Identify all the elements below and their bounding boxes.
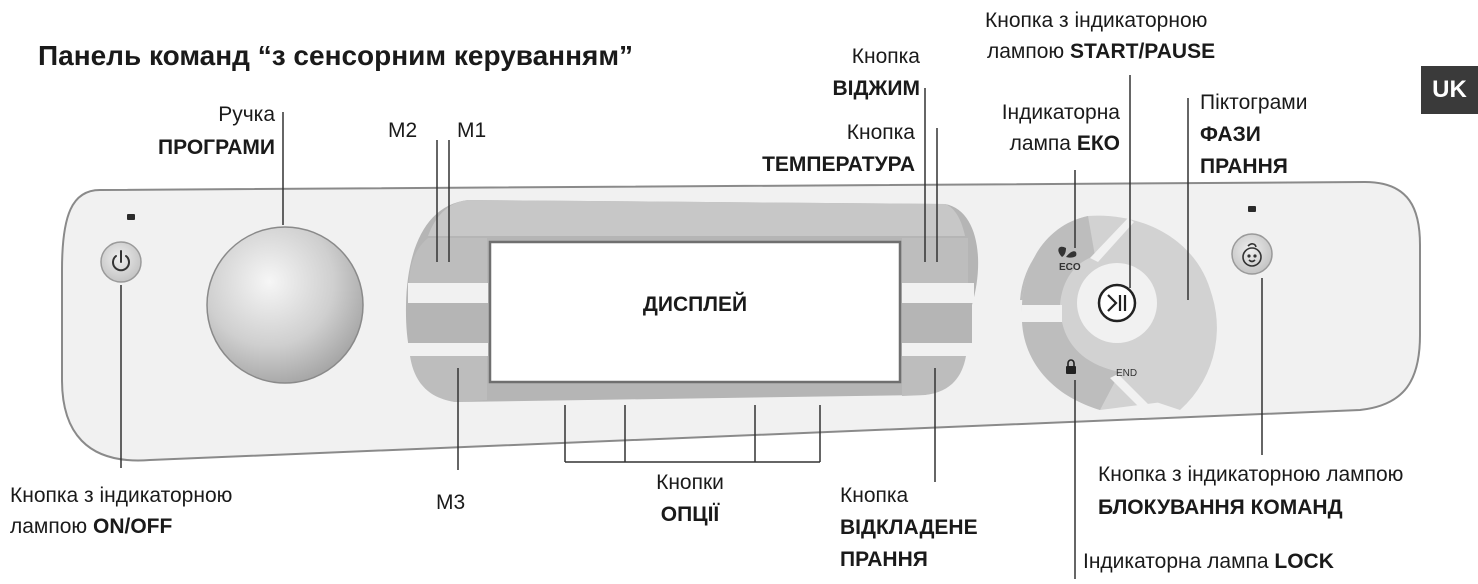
- eco-lamp-label-bold: ЕКО: [1076, 132, 1120, 155]
- eco-text: ECO: [1059, 262, 1081, 273]
- eco-leaf-icon: [1058, 246, 1077, 258]
- display-label: ДИСПЛЕЙ: [642, 293, 748, 316]
- start-pause-label-prefix: лампою: [987, 40, 1071, 63]
- right-separator-1: [902, 283, 974, 303]
- lock-lamp-label-prefix: Індикаторна лампа: [1083, 550, 1275, 573]
- phase-gap: [1022, 305, 1062, 322]
- child-lock-button[interactable]: [1231, 233, 1273, 275]
- m3-button[interactable]: [410, 356, 487, 402]
- baby-face-icon: [1242, 243, 1262, 267]
- delay-start-button[interactable]: [902, 356, 966, 396]
- start-pause-label-bold: START/PAUSE: [1070, 40, 1216, 63]
- diagram-title: Панель команд “з сенсорним керуванням”: [38, 40, 634, 71]
- right-middle-button[interactable]: [902, 303, 972, 343]
- leader-lines: [120, 75, 1263, 584]
- program-knob[interactable]: [206, 226, 364, 384]
- temperature-button-label-line1: Кнопка: [846, 121, 915, 144]
- spin-button-label-line2: ВІДЖИМ: [832, 77, 920, 100]
- language-badge: UK: [1421, 66, 1478, 114]
- delay-start-label-line3: ПРАННЯ: [840, 548, 928, 571]
- options-label-line2: ОПЦІЇ: [660, 503, 720, 526]
- spin-temperature-button[interactable]: [902, 238, 968, 283]
- eco-lamp-label: Індикаторна лампа ЕКО: [955, 100, 1120, 156]
- child-lock-label-line1: Кнопка з індикаторною лампою: [1098, 463, 1404, 486]
- m3-label: M3: [436, 491, 466, 514]
- start-pause-label-line1: Кнопка з індикаторною: [985, 9, 1208, 32]
- child-lock-label-line2: БЛОКУВАННЯ КОМАНД: [1098, 496, 1343, 519]
- eco-lamp-label-line2: лампа ЕКО: [955, 131, 1120, 156]
- display-screen: [488, 240, 902, 384]
- on-off-label-line2: лампою ON/OFF: [10, 514, 232, 539]
- lock-icon: [1066, 359, 1076, 374]
- on-off-label: Кнопка з індикаторною лампою ON/OFF: [10, 483, 232, 539]
- eco-lamp-label-line1: Індикаторна: [1001, 101, 1120, 124]
- program-knob-label: Ручка ПРОГРАМИ: [140, 102, 275, 160]
- power-icon: [112, 250, 130, 272]
- lock-lamp-label-bold: LOCK: [1274, 550, 1334, 573]
- phase-divider: [1090, 218, 1134, 262]
- spin-button-label-line1: Кнопка: [851, 45, 920, 68]
- temperature-button-label-line2: ТЕМПЕРАТУРА: [762, 153, 915, 176]
- child-lock-indicator: [1248, 206, 1256, 212]
- eco-area[interactable]: [1022, 216, 1095, 305]
- options-buttons-bracket: [564, 405, 821, 463]
- play-pause-icon: [1107, 294, 1127, 312]
- right-separator-2: [902, 343, 970, 356]
- phase-divider-2: [1110, 374, 1150, 410]
- display-surround-top-band: [428, 200, 965, 236]
- on-off-label-bold: ON/OFF: [93, 515, 173, 538]
- temperature-button-label: Кнопка ТЕМПЕРАТУРА: [700, 120, 915, 177]
- m2-m1-separator: [408, 283, 488, 303]
- end-text: END: [1116, 368, 1138, 379]
- wash-phases-label-line2: ФАЗИ: [1200, 123, 1261, 146]
- m2-m1-button[interactable]: [409, 238, 487, 283]
- delay-start-label-line2: ВІДКЛАДЕНЕ: [840, 516, 978, 539]
- wash-phases-label-line1: Піктограми: [1200, 91, 1308, 114]
- wash-phases-label: Піктограми ФАЗИ ПРАННЯ: [1200, 90, 1307, 179]
- on-off-label-prefix: лампою: [10, 515, 94, 538]
- child-lock-label: Кнопка з індикаторною лампою БЛОКУВАННЯ …: [1098, 462, 1403, 520]
- start-pause-label-line2: лампою START/PAUSE: [985, 39, 1215, 64]
- on-off-label-line1: Кнопка з індикаторною: [10, 484, 233, 507]
- start-pause-label: Кнопка з індикаторною лампою START/PAUSE: [985, 8, 1215, 64]
- eco-lamp-label-prefix: лампа: [1009, 132, 1077, 155]
- delay-start-label-line1: Кнопка: [840, 484, 909, 507]
- delay-start-label: Кнопка ВІДКЛАДЕНЕ ПРАННЯ: [840, 483, 978, 572]
- program-knob-label-line1: Ручка: [218, 103, 275, 126]
- wash-phases-label-line3: ПРАННЯ: [1200, 155, 1288, 178]
- m-middle-button[interactable]: [408, 303, 488, 343]
- m2-label: M2: [388, 119, 418, 142]
- options-label: Кнопки ОПЦІЇ: [630, 470, 750, 527]
- spin-button-label: Кнопка ВІДЖИМ: [760, 44, 920, 101]
- m1-label: M1: [457, 119, 487, 142]
- m-middle-separator: [408, 343, 488, 356]
- program-knob-label-line2: ПРОГРАМИ: [158, 136, 275, 159]
- lock-lamp-label: Індикаторна лампа LOCK: [1083, 549, 1334, 574]
- options-label-line1: Кнопки: [656, 471, 724, 494]
- on-off-indicator: [127, 214, 135, 220]
